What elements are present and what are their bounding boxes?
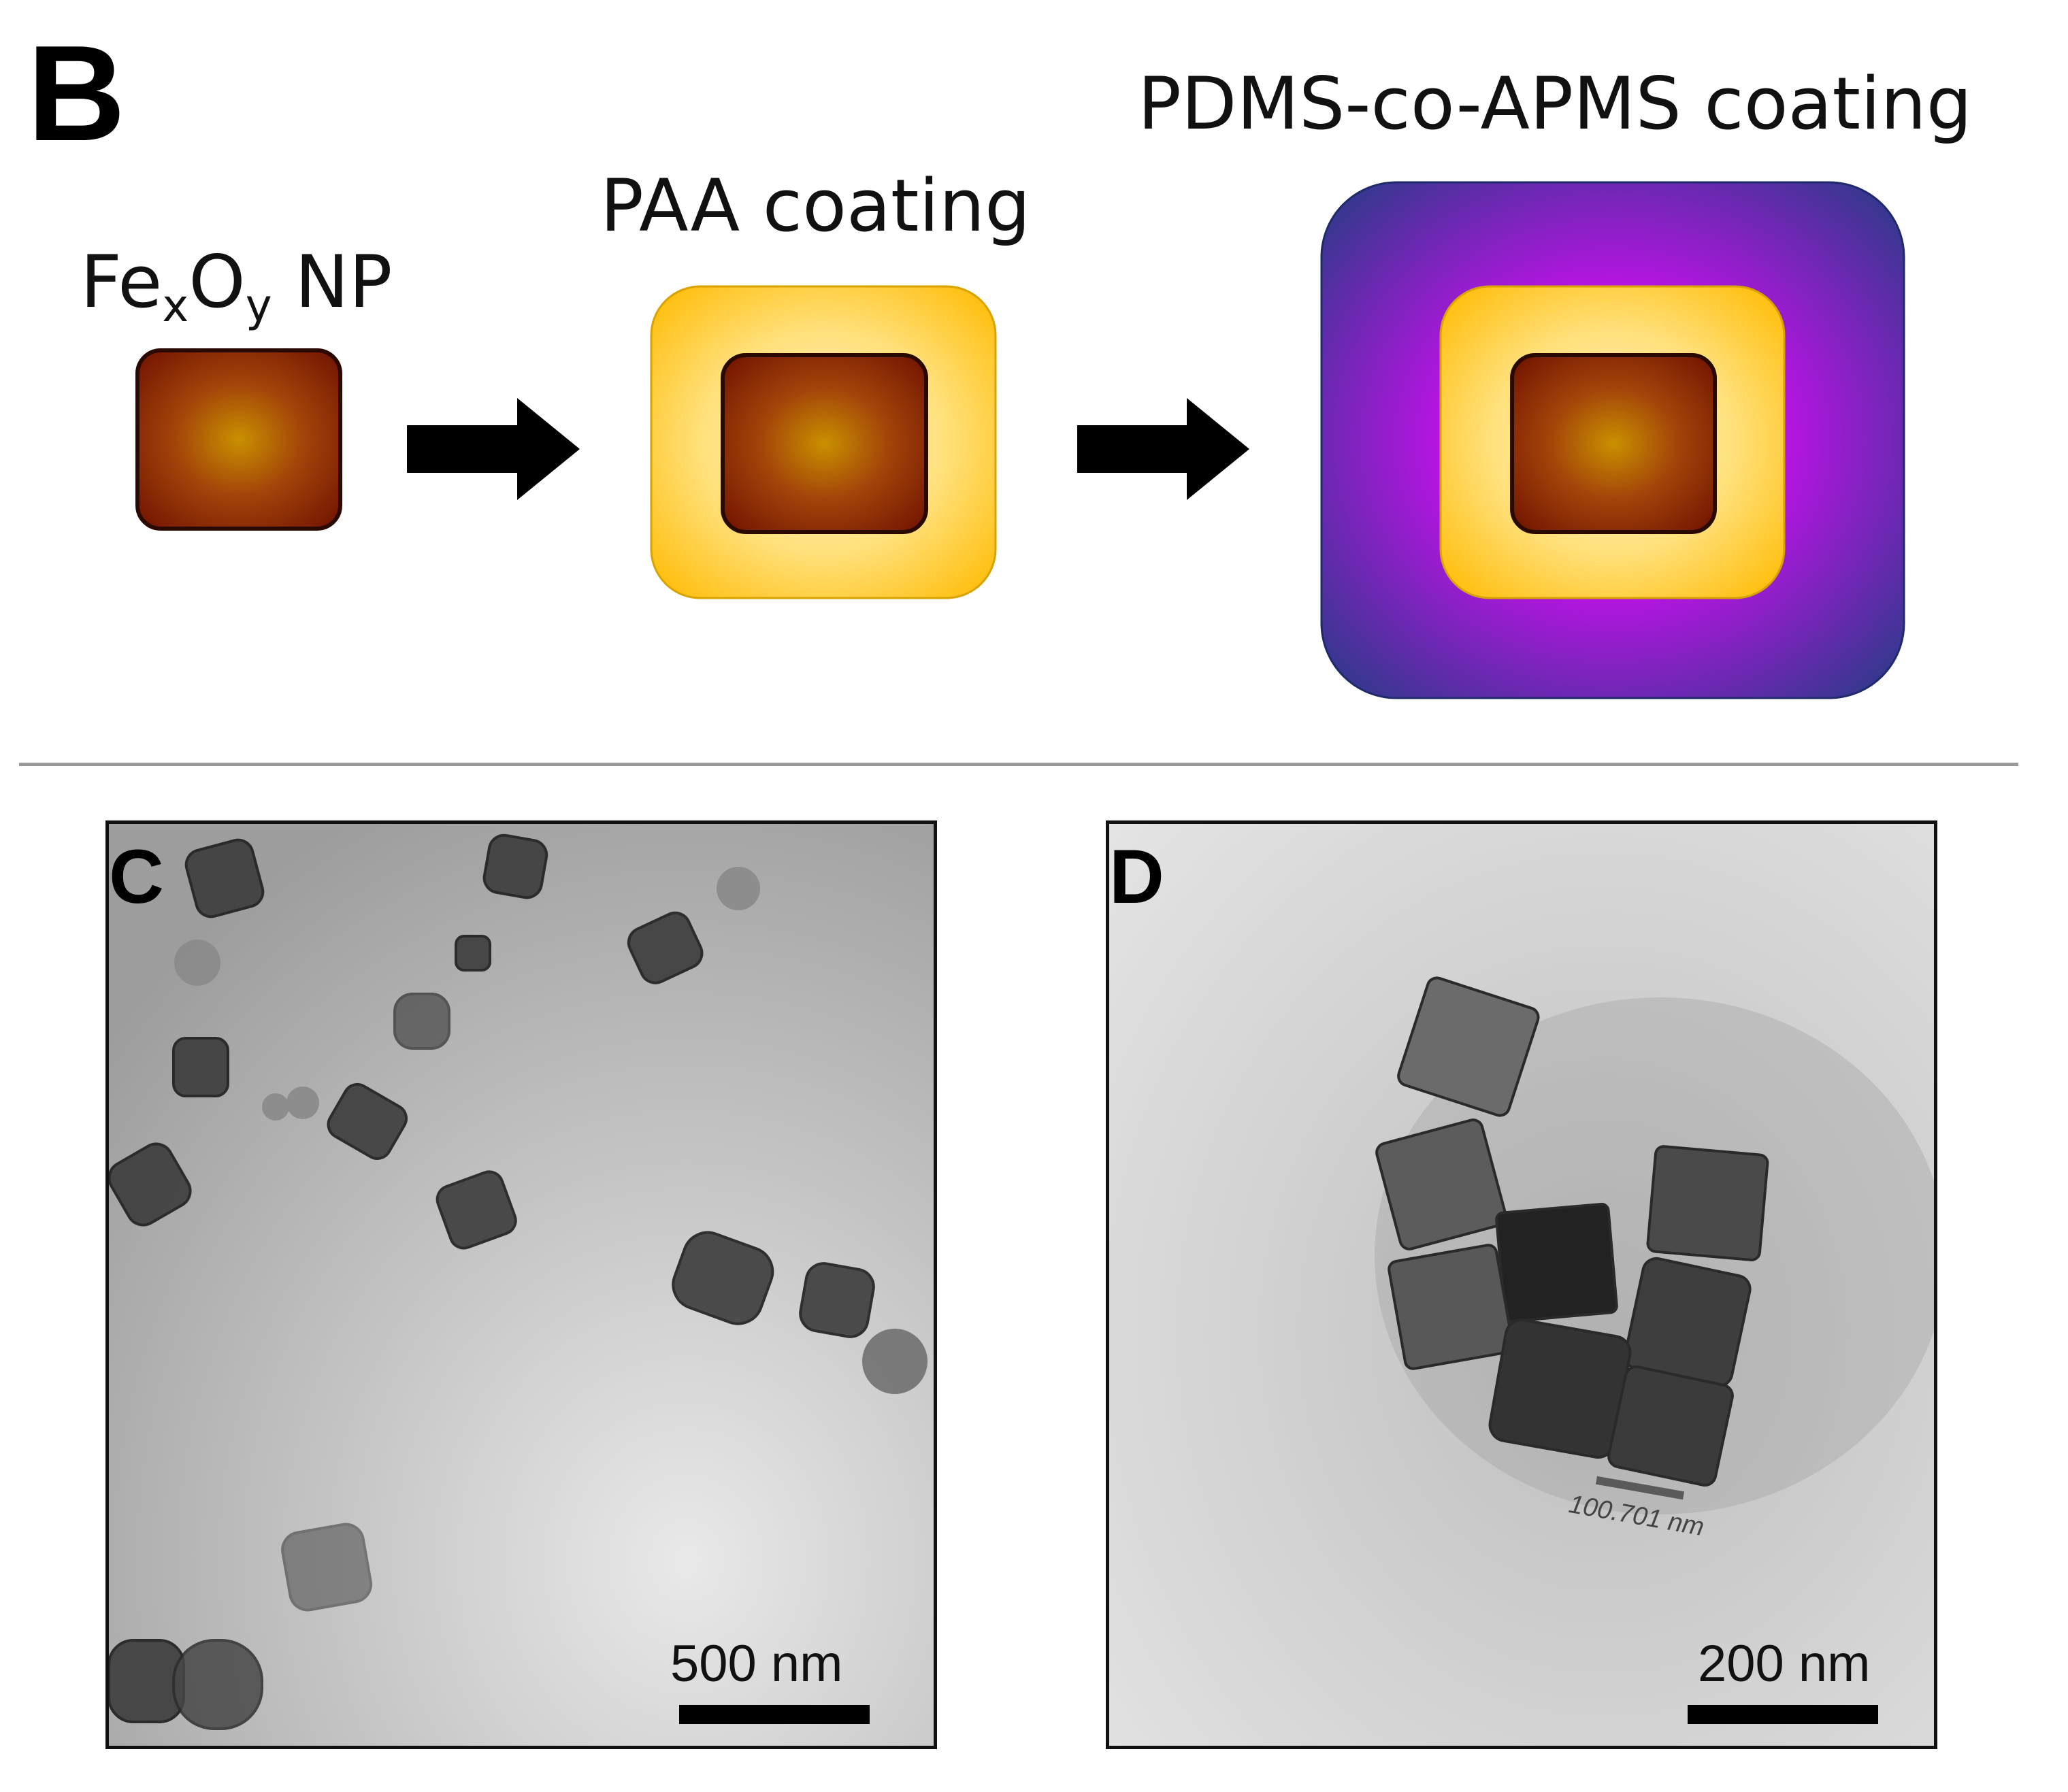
pdms-coated-nanoparticle (1320, 181, 1905, 699)
bare-nanoparticle (135, 348, 342, 531)
core-label-fe: Fe (80, 240, 163, 324)
core-label: FexOy NP (80, 246, 393, 329)
core-label-sub-x: x (162, 280, 189, 333)
measure-bar-d (1595, 1476, 1685, 1500)
scale-label-c: 500 nm (670, 1635, 843, 1693)
tem-d-micrograph: 100.701 nm (1109, 824, 1934, 1746)
core-label-o: O (188, 240, 246, 324)
arrow-1-icon (407, 398, 580, 500)
paa-label: PAA coating (600, 164, 1031, 248)
panel-letter-d: D (1109, 834, 1164, 919)
panel-separator (19, 763, 2018, 766)
tem-image-c: C 500 nm (105, 820, 937, 1749)
scheme-diagram (135, 181, 1905, 699)
tem-image-d: 100.701 nm D 200 nm (1106, 820, 1937, 1749)
pdms-label: PDMS-co-APMS coating (1138, 62, 1972, 146)
core-label-sub-y: y (245, 280, 272, 333)
panel-letter-b: B (27, 18, 126, 169)
scale-bar-d (1688, 1705, 1878, 1724)
paa-coated-nanoparticle (650, 285, 997, 599)
tem-c-micrograph (109, 824, 934, 1746)
arrow-2-icon (1077, 398, 1249, 500)
panel-letter-c: C (109, 834, 164, 919)
scale-bar-c (679, 1705, 870, 1724)
scale-label-d: 200 nm (1698, 1635, 1871, 1693)
core-label-np: NP (272, 240, 393, 324)
